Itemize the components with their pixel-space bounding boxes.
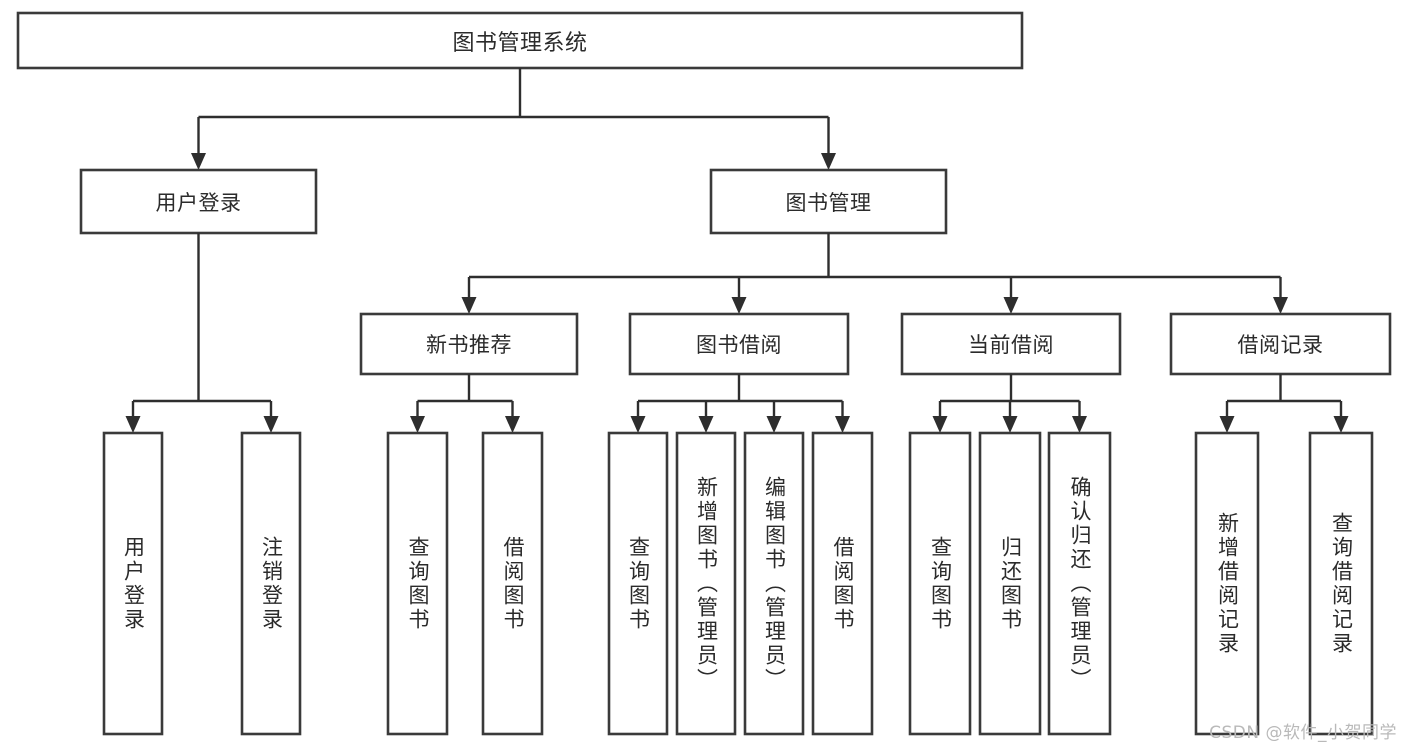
node-leaf-edit-book[interactable] bbox=[743, 431, 805, 736]
arrow-head-icon bbox=[835, 416, 850, 433]
node-leaf-add-book[interactable] bbox=[675, 431, 737, 736]
node-leaf-borrow-book-rec[interactable] bbox=[481, 431, 544, 736]
arrow-head-icon bbox=[505, 416, 520, 433]
node-root[interactable] bbox=[16, 11, 1024, 70]
arrow-head-icon bbox=[1072, 416, 1087, 433]
arrow-head-icon bbox=[821, 153, 836, 170]
arrow-head-icon bbox=[1333, 416, 1349, 433]
node-leaf-query-book-cur[interactable] bbox=[908, 431, 972, 736]
node-leaf-borrow-book-brw[interactable] bbox=[811, 431, 874, 736]
node-borrow-record[interactable] bbox=[1169, 312, 1392, 376]
node-leaf-logout-login[interactable] bbox=[240, 431, 302, 736]
arrow-head-icon bbox=[766, 416, 782, 433]
node-user-login[interactable] bbox=[79, 168, 318, 235]
node-leaf-query-book-brw[interactable] bbox=[607, 431, 669, 736]
arrow-head-icon bbox=[191, 153, 206, 170]
arrow-head-icon bbox=[698, 416, 714, 433]
arrow-head-icon bbox=[125, 416, 141, 433]
node-new-book-rec[interactable] bbox=[359, 312, 579, 376]
node-book-borrow[interactable] bbox=[628, 312, 850, 376]
node-book-manage[interactable] bbox=[709, 168, 948, 235]
node-leaf-confirm-return[interactable] bbox=[1047, 431, 1112, 736]
arrow-head-icon bbox=[731, 297, 747, 314]
arrow-head-icon bbox=[1002, 416, 1018, 433]
arrow-head-icon bbox=[932, 416, 948, 433]
arrow-head-icon bbox=[263, 416, 279, 433]
node-leaf-user-login[interactable] bbox=[102, 431, 164, 736]
node-current-borrow[interactable] bbox=[900, 312, 1122, 376]
node-leaf-add-record[interactable] bbox=[1194, 431, 1260, 736]
node-leaf-query-record[interactable] bbox=[1308, 431, 1374, 736]
node-leaf-return-book[interactable] bbox=[978, 431, 1042, 736]
arrow-head-icon bbox=[1273, 297, 1288, 314]
arrow-head-icon bbox=[630, 416, 646, 433]
node-leaf-query-book-rec[interactable] bbox=[386, 431, 449, 736]
arrow-head-icon bbox=[1003, 297, 1019, 314]
arrow-head-icon bbox=[410, 416, 425, 433]
arrow-head-icon bbox=[1219, 416, 1235, 433]
arrow-head-icon bbox=[461, 297, 477, 314]
